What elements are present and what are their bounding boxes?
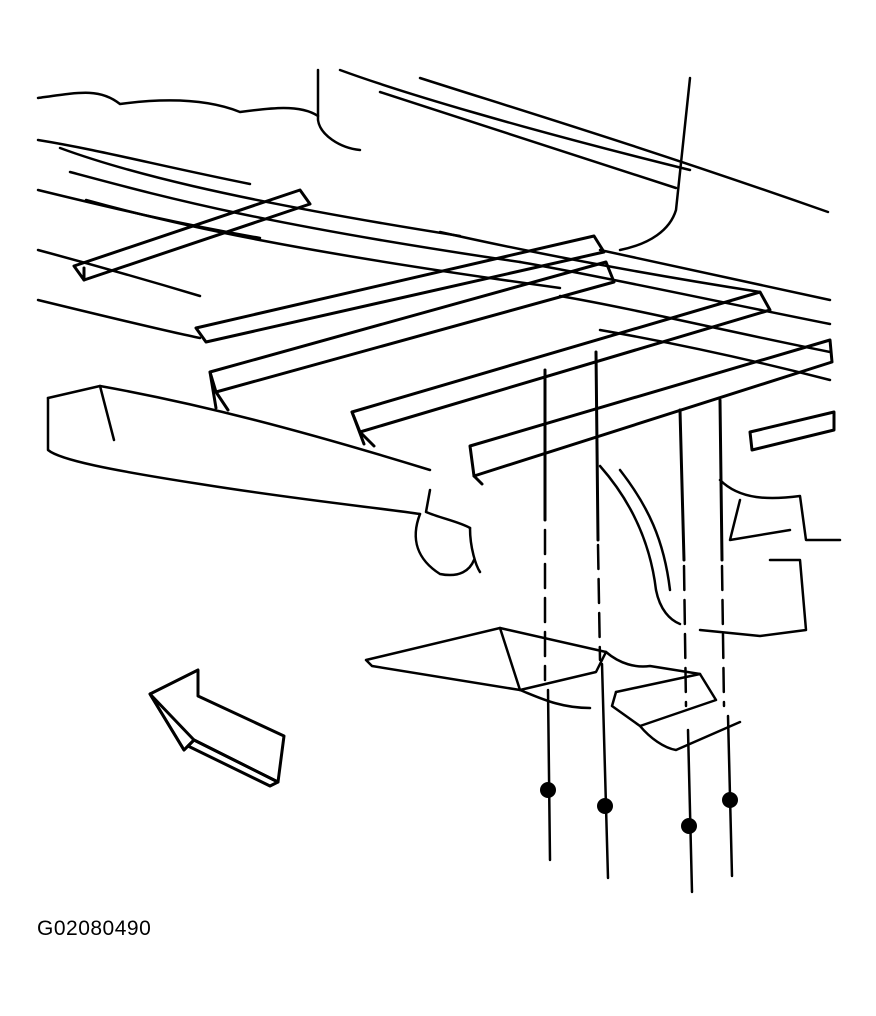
skid-plate bbox=[364, 626, 742, 752]
frame-rail bbox=[46, 384, 842, 638]
mounting-studs bbox=[540, 350, 738, 894]
cross-members bbox=[72, 188, 836, 486]
front-arrow-icon bbox=[148, 668, 286, 788]
floor-pan bbox=[36, 68, 832, 382]
figure-code: G02080490 bbox=[37, 917, 152, 940]
